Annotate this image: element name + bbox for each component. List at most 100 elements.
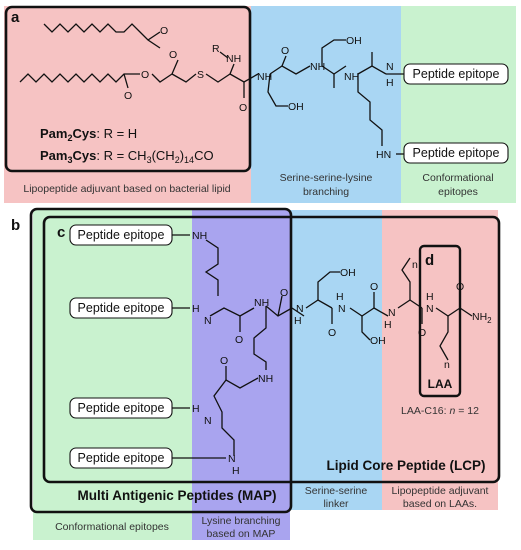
conformational-region-a (401, 6, 516, 203)
epitope-box-a1 (403, 63, 509, 85)
atom-s: S (197, 69, 204, 81)
atom-b-o-2: O (280, 287, 288, 299)
atom-b-o-7: O (456, 281, 464, 293)
atom-b-h-3: H (232, 465, 240, 477)
caption-lipid-a: Lipopeptide adjuvant based on bacterial … (23, 183, 230, 195)
epitope-label-c2: Peptide epitope (78, 301, 165, 315)
lys-to-ser (291, 307, 305, 317)
caption-lipo-b-l1: Lipopeptide adjuvant (392, 485, 489, 497)
lipid-caption-region-a (4, 172, 251, 203)
atom-b-h-4: H (294, 315, 302, 327)
lcp-label: Lipid Core Peptide (LCP) (326, 458, 485, 473)
branching-region-a (251, 6, 401, 203)
cys-nh-bond (229, 63, 235, 75)
map-box (29, 207, 293, 514)
atom-nh2: NH (257, 71, 272, 83)
atom-b-o-6: O (418, 327, 426, 339)
caption-lys-b-l1: Lysine branching (202, 515, 281, 527)
atom-b-n-6: N (388, 307, 396, 319)
panel-b: b c d Peptide epitope Peptide epitope Pe… (11, 207, 501, 540)
atom-b-n-3: N (228, 453, 236, 465)
lysine-region-b (192, 210, 290, 540)
r-bond (219, 51, 229, 59)
panel-letter-a: a (11, 9, 20, 26)
atom-b-n-4: N (296, 303, 304, 315)
atom-b-n-5: N (338, 303, 346, 315)
pam-cys-box (4, 5, 252, 173)
pam2cys-definition: Pam2Cys: R = H (40, 126, 137, 143)
caption-conf-a-l1: Conformational (422, 172, 493, 184)
lys-top-sidechain (204, 239, 219, 296)
panel-letter-c: c (57, 224, 65, 241)
upper-carbonyl-bond (147, 31, 161, 41)
atom-n: N (386, 61, 394, 73)
atom-b-n-2: N (204, 415, 212, 427)
laa-label: LAA (428, 377, 453, 391)
atom-b-h-6: H (384, 319, 392, 331)
atom-b-nh-3: NH (258, 373, 273, 385)
s-to-cys (205, 73, 231, 83)
pam3cys-definition: Pam3Cys: R = CH3(CH2)14CO (40, 148, 214, 165)
atom-b-o-3: O (220, 355, 228, 367)
lcp-box (42, 215, 501, 484)
atom-o6: O (281, 45, 289, 57)
upper-lipid-chain (43, 23, 161, 49)
laa2-sidechain (439, 316, 449, 361)
glycerol-to-s (171, 73, 197, 83)
lower-carbonyl-bond (123, 73, 129, 89)
ser1-backbone (269, 65, 311, 75)
glycerol-backbone (151, 59, 179, 83)
atom-b-o-1: O (235, 334, 243, 346)
atom-b-oh-2: OH (370, 335, 386, 347)
atom-nh1: NH (226, 53, 241, 65)
atom-b-h-5: H (336, 291, 344, 303)
epitope-label-a2: Peptide epitope (413, 146, 500, 160)
epitope-label-c4: Peptide epitope (78, 451, 165, 465)
conformational-region-b (33, 210, 192, 540)
epitope-label-c3: Peptide epitope (78, 401, 165, 415)
atom-b-oh-1: OH (340, 267, 356, 279)
lys-c-sidechain (213, 379, 235, 456)
lipid-region-a (4, 6, 251, 172)
caption-conf-b: Conformational epitopes (55, 521, 169, 533)
atom-b-n-1: N (204, 315, 212, 327)
atom-o3: O (124, 90, 132, 102)
caption-lys-b-l2: based on MAP (207, 528, 276, 540)
laa2-amide (459, 307, 473, 317)
caption-ser-b-l2: linker (323, 498, 349, 510)
ser-a-sidechain (317, 271, 340, 300)
atom-nh4: NH (344, 71, 359, 83)
ser-b-sidechain (361, 316, 371, 341)
atom-o2: O (169, 49, 177, 61)
atom-b-n-sub-2: n (444, 359, 450, 371)
atom-o4: O (141, 69, 149, 81)
lys-sidechain (357, 74, 383, 146)
epitope-label-c1: Peptide epitope (78, 228, 165, 242)
atom-hn: HN (376, 149, 391, 161)
atom-b-n-sub-1: n (412, 259, 418, 271)
lipo-region-b (382, 210, 498, 510)
lys-b-co (277, 295, 283, 317)
laa-c16-label: LAA-C16: n = 12 (401, 405, 479, 417)
epitope-label-a1: Peptide epitope (413, 67, 500, 81)
ser-to-laa (373, 307, 389, 317)
ser1-co (281, 55, 287, 67)
atom-b-h-1: H (192, 303, 200, 315)
atom-b-h-2: H (192, 403, 200, 415)
atom-b-n-7: N (426, 303, 434, 315)
atom-b-h-7: H (426, 291, 434, 303)
serine-region-b (290, 210, 382, 510)
atom-o5: O (239, 102, 247, 114)
panel-a: a O O O O S R NH O NH O OH NH OH (4, 5, 516, 203)
epitope-box-a2 (403, 142, 509, 164)
laa1-sidechain (401, 257, 411, 300)
lys-b-sidechain (253, 306, 267, 370)
atom-b-o-5: O (370, 281, 378, 293)
atom-oh1: OH (288, 101, 304, 113)
lys-a-backbone (209, 307, 255, 317)
caption-conf-a-l2: epitopes (438, 186, 478, 198)
atom-b-o-4: O (328, 327, 336, 339)
caption-branch-a-l1: Serine-serine-lysine (280, 172, 373, 184)
